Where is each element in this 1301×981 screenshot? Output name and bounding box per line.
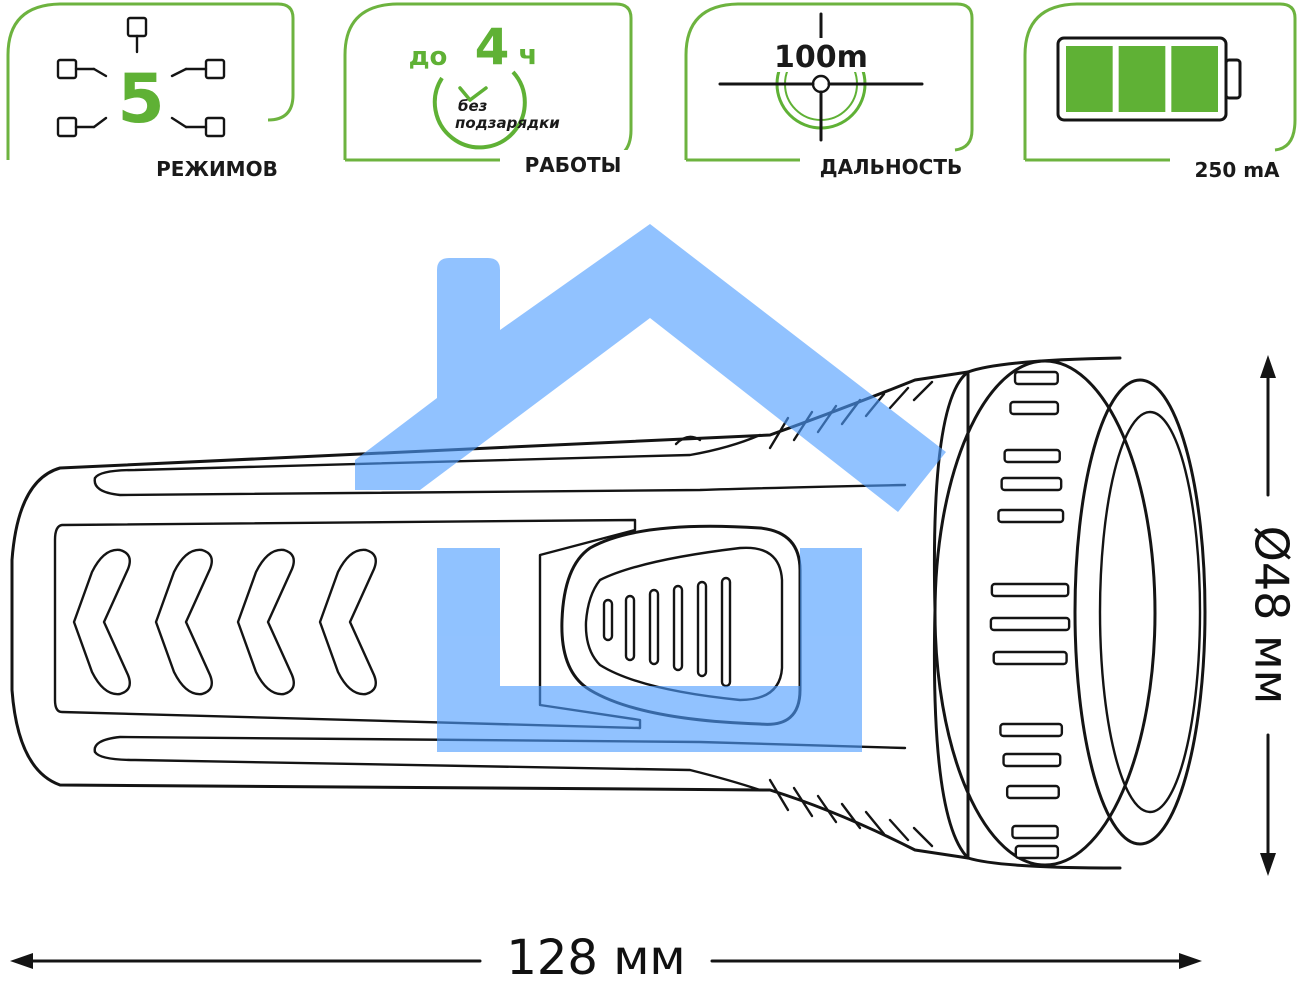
runtime-note-line1: без (458, 97, 488, 115)
bezel-slot (999, 722, 1064, 738)
battery-icon (1056, 36, 1242, 122)
grip-chevrons (72, 548, 377, 696)
lens-outer (1073, 378, 1207, 846)
lens-inner (1098, 410, 1202, 814)
modes-icon (56, 16, 226, 138)
bezel-slot (1009, 400, 1060, 416)
arrow-right-icon (1179, 953, 1202, 969)
body-upper-rail (93, 433, 762, 480)
feature-card-runtime: до 4 ч без подзарядки РАБОТЫ (343, 2, 633, 177)
modes-label: РЕЖИМОВ (156, 157, 278, 181)
head-rib (912, 826, 934, 848)
range-value: 100m (774, 40, 868, 75)
house-logo-icon (355, 224, 946, 752)
switch-rib (696, 580, 708, 678)
switch-rib (672, 584, 684, 672)
length-label: 128 мм (506, 930, 685, 981)
crosshair-icon (718, 12, 924, 142)
switch-rib (648, 588, 660, 666)
feature-card-modes: 5 РЕЖИМОВ (6, 2, 295, 181)
arrow-up-icon (1260, 355, 1276, 378)
battery-bar (1066, 46, 1113, 112)
grip-chevron (72, 548, 131, 696)
clock-icon (432, 70, 527, 150)
switch-rib (720, 576, 732, 688)
length-dimension: 128 мм (10, 930, 1202, 981)
bezel-slot (1000, 476, 1063, 492)
bezel-slot (989, 616, 1071, 632)
runtime-unit: ч (518, 38, 537, 71)
bezel-slot (1011, 824, 1059, 840)
switch-rib (602, 598, 614, 642)
head-rib (792, 786, 814, 818)
switch-rib (624, 594, 636, 662)
card-frame (6, 2, 295, 160)
diameter-dimension: Ø48 мм (1245, 355, 1299, 876)
grip-chevron (318, 548, 377, 696)
head-rib (840, 802, 862, 830)
battery-bar (1171, 46, 1218, 112)
switch-ribs (602, 576, 732, 688)
bezel-slot (990, 582, 1070, 598)
runtime-label: РАБОТЫ (525, 153, 622, 177)
bezel-bottom (966, 856, 1122, 870)
bezel-slot (1005, 784, 1060, 800)
battery-bar (1118, 46, 1166, 112)
switch-button (584, 546, 784, 702)
bezel-slot (997, 508, 1065, 524)
flashlight-drawing (10, 356, 1207, 870)
bezel-slot (992, 650, 1068, 666)
bezel-slot (1014, 844, 1060, 860)
body-upper-ridge (93, 476, 907, 497)
runtime-note-line2: подзарядки (455, 114, 560, 132)
runtime-number: 4 (475, 18, 510, 76)
battery-bars (1066, 46, 1218, 112)
body-nub (674, 435, 702, 446)
head-rib (912, 380, 934, 402)
modes-number: 5 (117, 60, 164, 139)
head-rib (888, 818, 910, 842)
bezel-grip-slots (989, 370, 1071, 860)
grip-chevron (236, 548, 295, 696)
arrow-left-icon (10, 953, 33, 969)
feature-card-battery: 250 mA (1023, 2, 1297, 182)
head-rib (816, 794, 838, 824)
head-rib (768, 778, 790, 812)
card-frame (684, 2, 974, 160)
bezel-slot (1003, 448, 1061, 464)
head-rib (888, 386, 910, 410)
range-label: ДАЛЬНОСТЬ (820, 155, 962, 179)
bezel-top (966, 356, 1122, 374)
feature-card-range: 100m ДАЛЬНОСТЬ (684, 2, 974, 179)
card-frame (1023, 2, 1297, 160)
battery-label: 250 mA (1194, 158, 1280, 182)
diameter-label: Ø48 мм (1245, 526, 1299, 705)
bezel-slot (1013, 370, 1059, 386)
arrow-down-icon (1260, 853, 1276, 876)
grip-chevron (154, 548, 213, 696)
body-lower-rail (93, 750, 762, 792)
head-rib (864, 810, 886, 836)
runtime-prefix: до (409, 42, 448, 72)
bezel-slot (1002, 752, 1062, 768)
